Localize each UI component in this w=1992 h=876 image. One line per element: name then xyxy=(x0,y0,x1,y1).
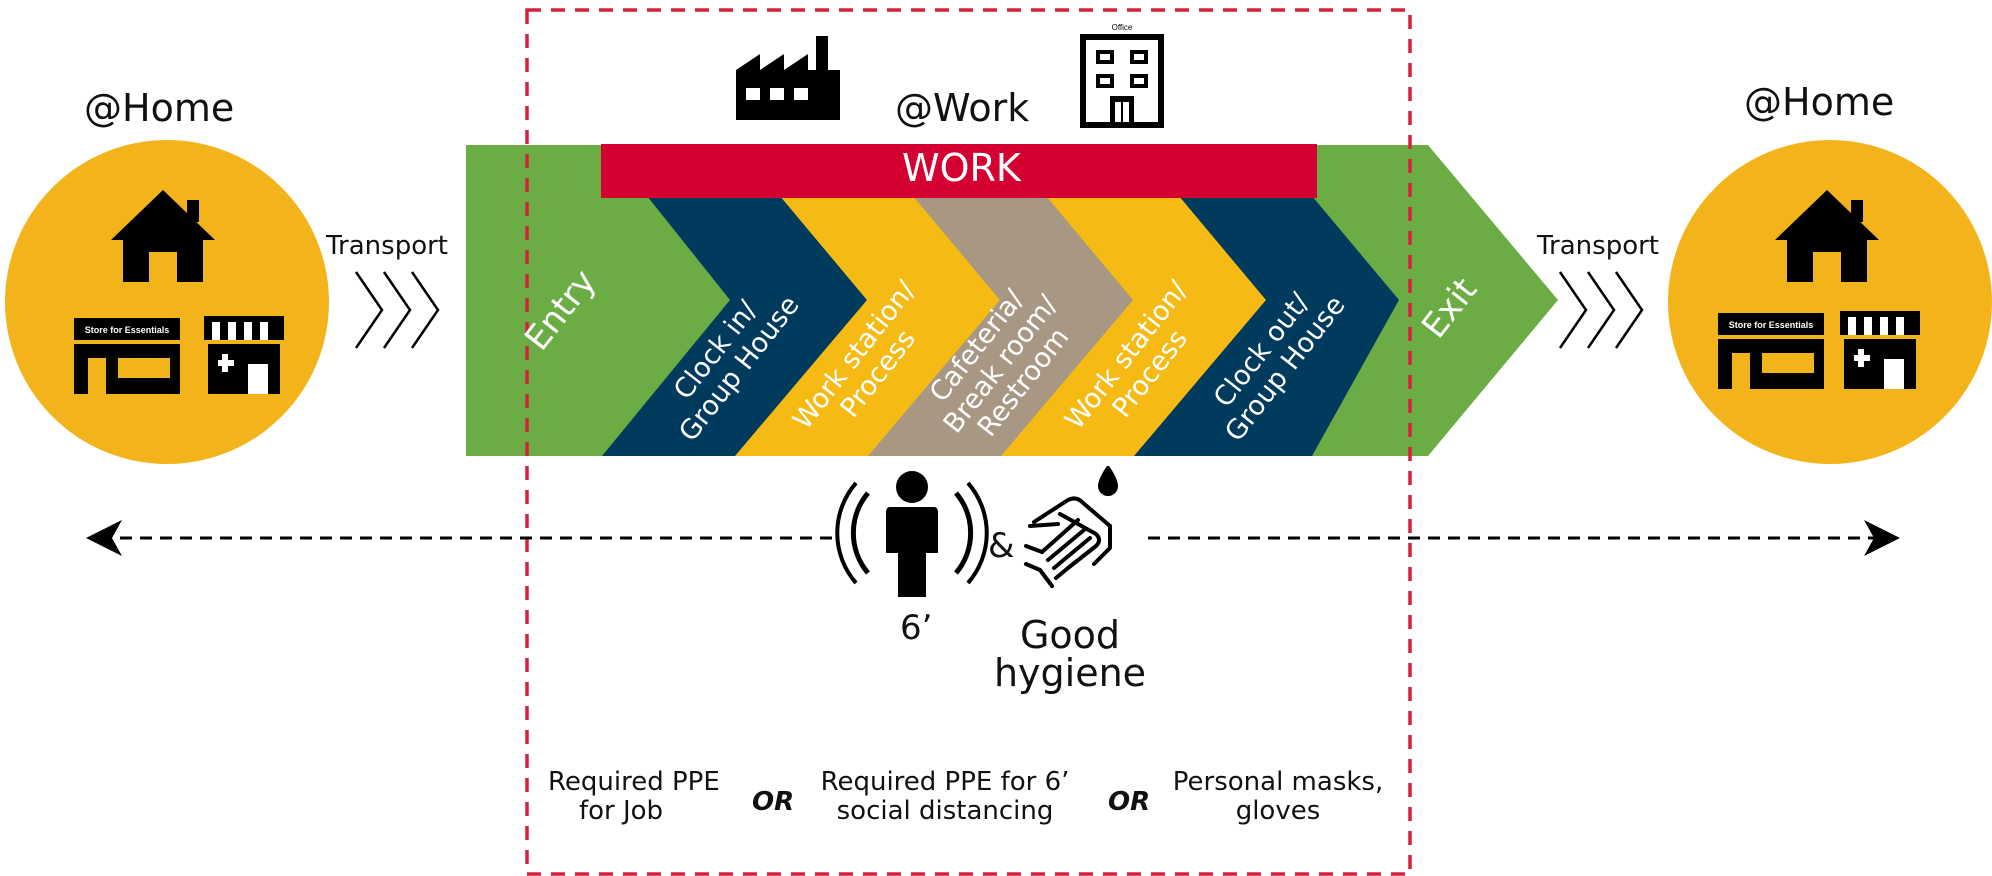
office-sign-text: Office xyxy=(1112,23,1133,32)
transport-chevrons-right xyxy=(1558,271,1644,349)
social-distance-icon xyxy=(835,471,989,597)
house-icon xyxy=(1775,190,1879,282)
transport-label-left: Transport xyxy=(326,231,449,261)
house-icon xyxy=(111,190,215,282)
home-circle-left xyxy=(5,140,329,464)
or-label-1: OR xyxy=(752,787,795,817)
arrowhead-right xyxy=(1864,520,1900,556)
home-circle-right xyxy=(1668,140,1992,464)
hygiene-label: Good hygiene xyxy=(993,613,1147,695)
home-title-left: @Home xyxy=(84,86,235,130)
ppe-option-job: Required PPE for Job xyxy=(548,767,720,826)
work-boundary xyxy=(525,8,1412,876)
hand-washing-icon xyxy=(1024,466,1118,588)
transport-label-right: Transport xyxy=(1537,231,1660,261)
ampersand-label: & xyxy=(988,526,1015,566)
pharmacy-icon xyxy=(1840,311,1920,389)
dashed-arrow xyxy=(86,520,1900,556)
ppe-option-social-distancing: Required PPE for 6’ social distancing xyxy=(820,767,1070,826)
arrowhead-left xyxy=(86,520,122,556)
store-sign-text: Store for Essentials xyxy=(1729,320,1814,330)
store-icon: Store for Essentials xyxy=(74,318,180,394)
work-banner xyxy=(601,144,1317,198)
store-icon: Store for Essentials xyxy=(1718,313,1824,389)
ppe-option-masks-gloves: Personal masks, gloves xyxy=(1172,767,1384,826)
home-title-right: @Home xyxy=(1744,80,1895,124)
transport-chevrons-left xyxy=(354,271,440,349)
factory-icon xyxy=(736,36,840,120)
work-title: @Work xyxy=(895,86,1030,130)
stage-clock-out xyxy=(1134,196,1399,456)
pharmacy-icon xyxy=(204,316,284,394)
office-building-icon: Office xyxy=(1080,23,1164,128)
work-banner-label: WORK xyxy=(902,146,1021,190)
or-label-2: OR xyxy=(1108,787,1151,817)
distance-label: 6’ xyxy=(900,608,933,648)
store-sign-text: Store for Essentials xyxy=(85,325,170,335)
